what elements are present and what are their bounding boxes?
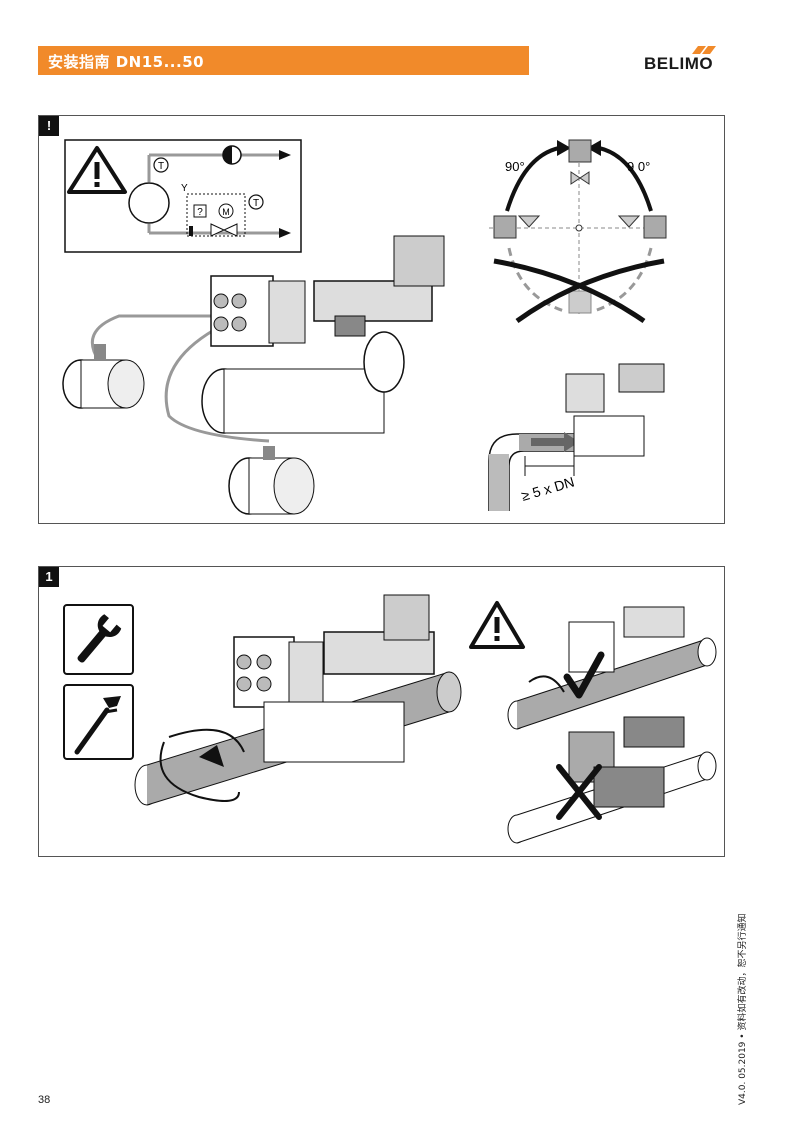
pipe-wrench-tool-box	[63, 684, 134, 760]
page-number: 38	[38, 1094, 51, 1106]
version-note: V4.0. 05.2019 • 资料如有改动，恕不另行通知	[738, 913, 748, 1105]
panel-tag-warning: !	[39, 116, 59, 136]
sensor-label-1: T	[158, 161, 164, 172]
logo-text: BELIMO	[644, 54, 714, 73]
belimo-logo: BELIMO	[640, 42, 730, 82]
checkmark-icon	[563, 651, 605, 699]
warning-panel-illustration: T T Y ? M 90° 9 0°	[62, 139, 667, 515]
straight-run-illustration: ≥ 5 x DN	[488, 363, 665, 511]
sensor-label-2: T	[253, 198, 259, 209]
pipe-assembly-illustration	[134, 594, 462, 806]
belimo-orange-chevron-icon	[692, 46, 716, 54]
cross-icon	[556, 764, 602, 820]
correct-installation-illustration	[507, 606, 717, 730]
control-label: Y	[181, 183, 188, 194]
hydraulic-schematic: T T Y ? M	[64, 139, 302, 253]
step-1-illustration	[134, 594, 717, 844]
unknown-label: ?	[197, 207, 203, 218]
motor-label: M	[222, 207, 230, 217]
header-bar: 安装指南 DN15...50	[38, 46, 529, 75]
angle-left-label: 90°	[505, 159, 525, 174]
valve-assembly-illustration	[62, 235, 445, 515]
warning-triangle-icon	[469, 601, 525, 649]
step-1-panel: 1	[38, 566, 725, 857]
panel-tag-step-1: 1	[39, 567, 59, 587]
orientation-diagram: 90° 9 0°	[489, 139, 667, 324]
wrench-icon	[77, 614, 122, 663]
pipe-wrench-icon	[74, 696, 121, 755]
warning-panel: ! T T	[38, 115, 725, 524]
straight-run-label: ≥ 5 x DN	[519, 474, 576, 504]
warning-triangle-icon	[67, 146, 127, 194]
wrong-installation-illustration	[507, 716, 717, 844]
angle-right-label: 9 0°	[627, 159, 650, 174]
page-title: 安装指南 DN15...50	[48, 53, 205, 71]
wrench-tool-box	[63, 604, 134, 675]
